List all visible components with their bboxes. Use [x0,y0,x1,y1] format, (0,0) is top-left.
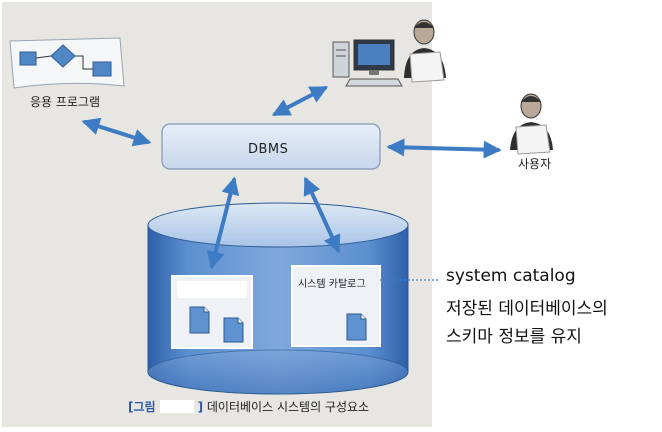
arrow-dbms-data [206,176,240,270]
caption-bracket-left: [그림 [128,400,156,414]
arrow-dbms-computer [271,86,329,116]
blank-label [177,281,247,298]
caption-text: 데이터베이스 시스템의 구성요소 [206,400,370,414]
arrow-dbms-user [386,138,502,159]
computer-icon [332,39,403,87]
annotation-line-3: 스키마 정보를 유지 [446,327,582,347]
person-icon [510,93,553,155]
document-icon [189,306,210,334]
document-icon [223,317,244,343]
dbms-label: DBMS [248,142,289,157]
caption-number-blank [159,400,194,413]
user-label: 사용자 [518,157,552,171]
caption-bracket-right: ] [197,400,204,414]
annotation-line-1: system catalog [446,266,576,286]
flowchart-icon [9,37,125,89]
annotation-line-2: 저장된 데이터베이스의 [446,299,608,319]
figure-caption: [그림] 데이터베이스 시스템의 구성요소 [128,398,369,415]
arrow-dbms-catalog [303,176,341,254]
dbms-box [161,123,381,170]
person-icon [404,19,446,83]
application-label: 응용 프로그램 [30,95,101,109]
arrow-app-dbms [81,117,152,147]
system-catalog-label: 시스템 카탈로그 [298,279,366,290]
document-icon [346,313,367,341]
